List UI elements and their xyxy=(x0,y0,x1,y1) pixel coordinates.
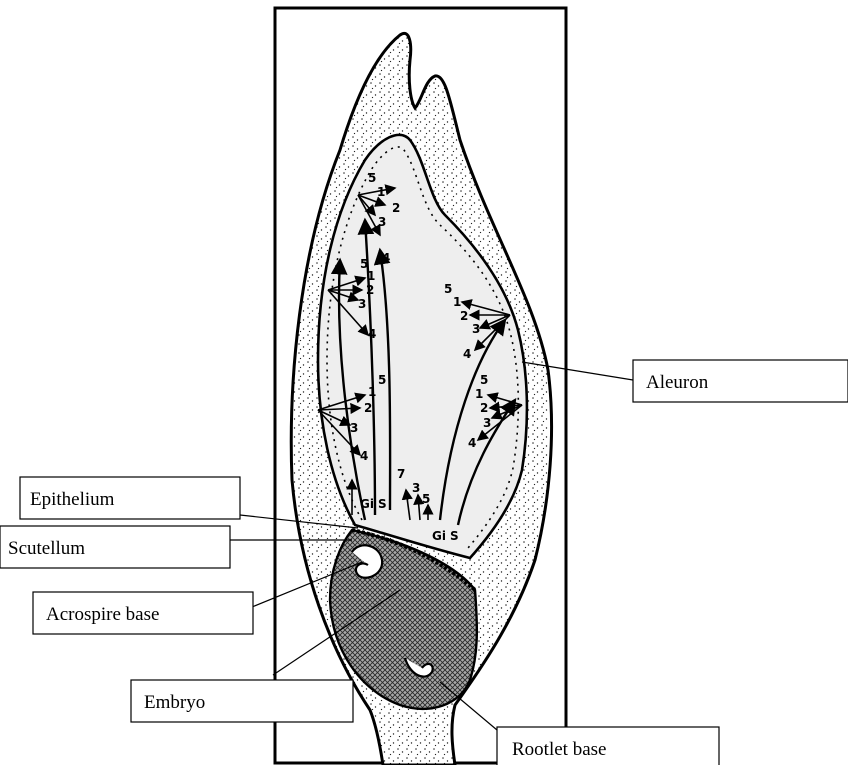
num-2e: 2 xyxy=(480,401,488,415)
label-rootlet-base: Rootlet base xyxy=(497,727,719,765)
gi-right: Gi xyxy=(432,529,446,543)
num-3c: 3 xyxy=(350,421,358,435)
num-1b: 1 xyxy=(367,269,375,283)
num-4b: 4 xyxy=(368,327,376,341)
num-5c: 5 xyxy=(378,373,386,387)
num-2b: 2 xyxy=(366,283,374,297)
gi-left: Gi xyxy=(360,497,374,511)
label-scutellum: Scutellum xyxy=(0,526,230,568)
num-2d: 2 xyxy=(460,309,468,323)
num-7: 7 xyxy=(397,467,405,481)
num-5a: 5 xyxy=(368,171,376,185)
num-5d: 5 xyxy=(444,282,452,296)
num-4e: 4 xyxy=(468,436,476,450)
num-4c: 4 xyxy=(360,449,368,463)
num-3a: 3 xyxy=(378,215,386,229)
num-3d: 3 xyxy=(472,322,480,336)
svg-text:Aleuron: Aleuron xyxy=(646,372,709,393)
num-3e: 3 xyxy=(483,416,491,430)
svg-text:Scutellum: Scutellum xyxy=(8,538,85,559)
label-acrospire-base: Acrospire base xyxy=(33,592,253,634)
svg-text:Epithelium: Epithelium xyxy=(30,489,115,510)
num-4a: 4 xyxy=(382,251,390,265)
num-5e: 5 xyxy=(480,373,488,387)
num-3b: 3 xyxy=(358,297,366,311)
label-embryo: Embryo xyxy=(131,680,353,722)
num-1c: 1 xyxy=(368,385,376,399)
svg-text:Embryo: Embryo xyxy=(144,692,205,713)
num-1d: 1 xyxy=(453,295,461,309)
num-1e: 1 xyxy=(475,387,483,401)
s-left: S xyxy=(378,497,387,511)
svg-text:Acrospire base: Acrospire base xyxy=(46,604,159,625)
svg-text:Rootlet base: Rootlet base xyxy=(512,739,606,760)
num-2c: 2 xyxy=(364,401,372,415)
num-5f: 5 xyxy=(422,492,430,506)
num-2a: 2 xyxy=(392,201,400,215)
num-4d: 4 xyxy=(463,347,471,361)
label-epithelium: Epithelium xyxy=(20,477,240,519)
num-3f: 3 xyxy=(412,481,420,495)
num-1a: 1 xyxy=(377,185,385,199)
s-right: S xyxy=(450,529,459,543)
label-aleuron: Aleuron xyxy=(633,360,848,402)
